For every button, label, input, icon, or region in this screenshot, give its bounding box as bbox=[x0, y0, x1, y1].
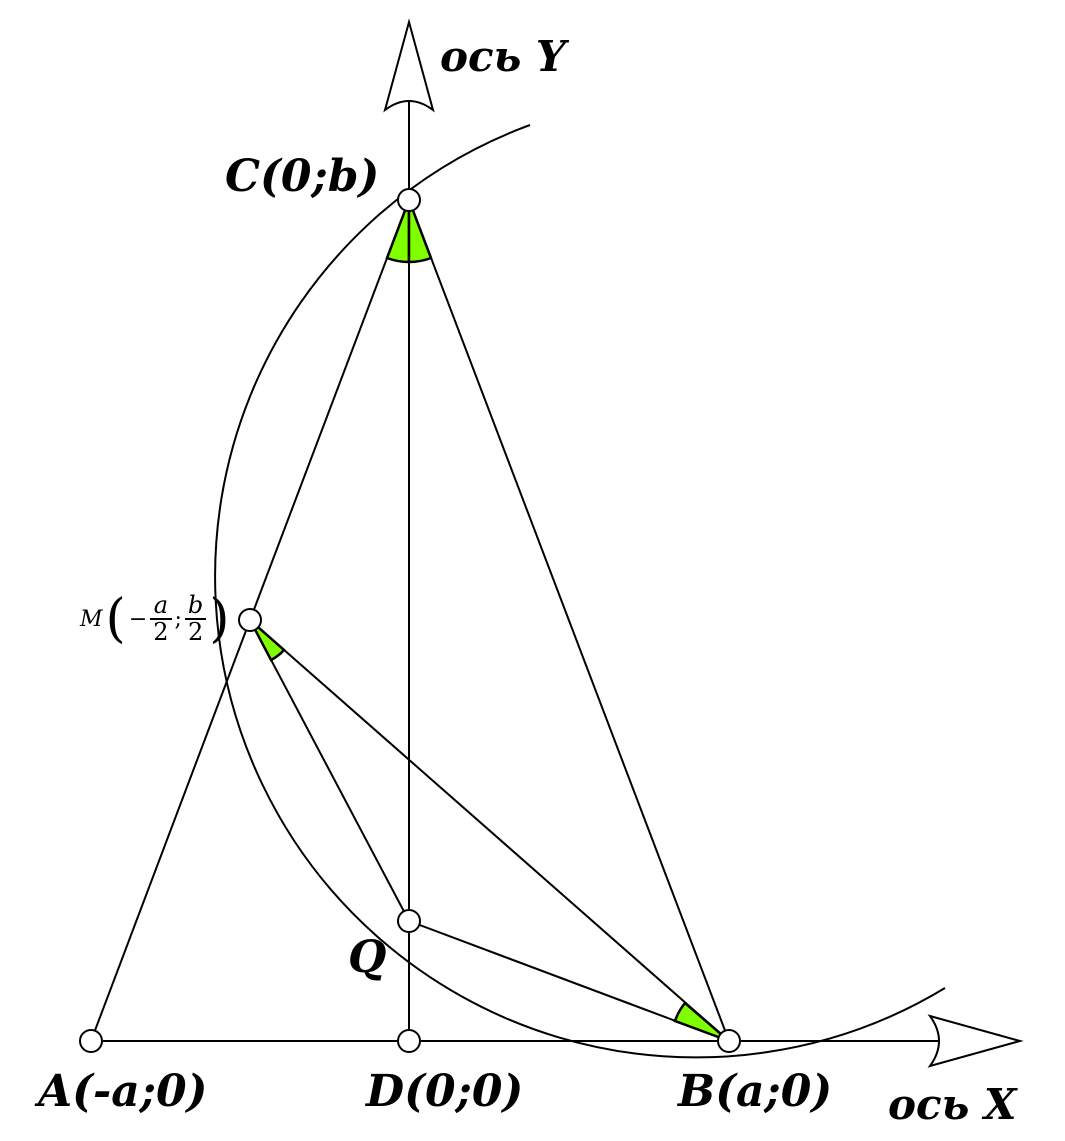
point-c-label: C(0;b) bbox=[225, 151, 380, 202]
x-denominator: 2 bbox=[150, 618, 172, 645]
point-d bbox=[397, 1029, 421, 1053]
point-c bbox=[397, 188, 421, 212]
segment-cb bbox=[408, 199, 730, 1042]
segment-mb bbox=[249, 619, 730, 1042]
point-d-label: D(0;0) bbox=[366, 1066, 524, 1117]
segment-mc bbox=[249, 199, 410, 621]
separator: ; bbox=[174, 606, 182, 632]
y-axis-label: ось Y bbox=[440, 32, 566, 81]
x-numerator: a bbox=[153, 591, 169, 619]
point-m-label: M ( − a 2 ; b 2 ) bbox=[80, 589, 230, 650]
x-axis-label: ось X bbox=[888, 1080, 1017, 1129]
circle-arc bbox=[214, 124, 946, 1059]
point-a-label: A(-a;0) bbox=[38, 1066, 208, 1117]
point-q-label: Q bbox=[348, 932, 387, 983]
point-m-name: M bbox=[80, 606, 103, 632]
y-numerator: b bbox=[187, 591, 204, 619]
close-paren: ) bbox=[209, 589, 230, 650]
y-fraction: b 2 bbox=[184, 591, 207, 645]
point-a bbox=[79, 1029, 103, 1053]
minus-sign: − bbox=[128, 606, 148, 632]
segment-qb bbox=[408, 920, 730, 1042]
y-axis-arrowhead bbox=[383, 18, 435, 113]
segment-mq bbox=[249, 619, 410, 922]
point-b-label: B(a;0) bbox=[678, 1066, 833, 1117]
x-fraction: a 2 bbox=[150, 591, 172, 645]
point-m bbox=[238, 608, 262, 632]
point-q bbox=[397, 909, 421, 933]
y-denominator: 2 bbox=[184, 618, 207, 645]
segment-am bbox=[90, 619, 251, 1042]
x-axis-arrowhead bbox=[927, 1014, 1024, 1068]
point-b bbox=[717, 1029, 741, 1053]
open-paren: ( bbox=[105, 589, 126, 650]
